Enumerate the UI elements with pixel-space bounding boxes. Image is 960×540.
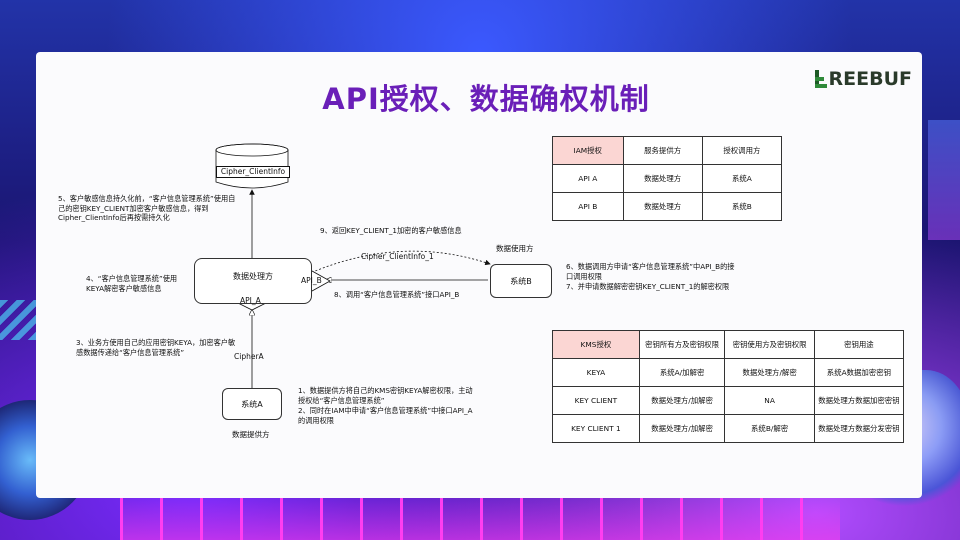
iam-cell: 系统A (701, 164, 783, 193)
note-4: 4、“客户信息管理系统”使用KEYA解密客户敏感信息 (86, 274, 178, 293)
kms-table: KMS授权 密钥所有方及密钥权限 密钥使用方及密钥权限 密钥用途 KEYA 系统… (552, 330, 905, 443)
iam-table: IAM授权 服务提供方 授权调用方 API A 数据处理方 系统A API B … (552, 136, 783, 221)
iam-cell: API A (552, 164, 624, 193)
cipher-a-label: CipherA (234, 352, 264, 361)
system-b-node[interactable]: 系统B (490, 264, 552, 298)
note-1: 1、数据提供方将自己的KMS密钥KEYA解密权限，主动授权给“客户信息管理系统” (298, 386, 473, 405)
iam-cell: 系统B (701, 192, 783, 221)
logo-f-icon (814, 70, 827, 88)
table-row: API B 数据处理方 系统B (552, 192, 783, 221)
table-row: KEY CLIENT 数据处理方/加解密 NA 数据处理方数据加密密钥 (552, 386, 905, 415)
kms-cell: NA (724, 386, 815, 415)
cipher-client-label: Cipher_ClientInfo_1 (361, 252, 434, 261)
processor-node[interactable]: 数据处理方 (194, 258, 312, 304)
system-a-label: 系统A (241, 399, 263, 409)
kms-cell: 系统A数据加密密钥 (813, 358, 905, 387)
iam-header-cell: 授权调用方 (701, 136, 783, 165)
kms-cell: KEY CLIENT (552, 386, 640, 415)
iam-header-row: IAM授权 服务提供方 授权调用方 (552, 136, 783, 165)
provider-caption: 数据提供方 (232, 430, 270, 439)
iam-header-cell: IAM授权 (552, 136, 624, 165)
kms-cell: 系统B/解密 (724, 414, 815, 443)
slide-title: API授权、数据确权机制 (322, 82, 650, 116)
consumer-caption: 数据使用方 (496, 244, 534, 253)
kms-header-cell: 密钥所有方及密钥权限 (638, 330, 726, 359)
kms-cell: 数据处理方数据加密密钥 (813, 386, 905, 415)
note-6: 6、数据调用方申请“客户信息管理系统”中API_B的接口调用权限 (566, 262, 735, 281)
kms-header-cell: KMS授权 (552, 330, 640, 359)
system-b-label: 系统B (510, 276, 532, 286)
kms-cell: 系统A/加解密 (638, 358, 726, 387)
iam-cell: API B (552, 192, 624, 221)
kms-header-row: KMS授权 密钥所有方及密钥权限 密钥使用方及密钥权限 密钥用途 (552, 330, 905, 359)
decor-floor (120, 494, 840, 540)
note-3: 3、业务方使用自己的应用密钥KEYA，加密客户敏感数据传递给“客户信息管理系统” (76, 338, 236, 357)
kms-header-cell: 密钥使用方及密钥权限 (724, 330, 815, 359)
kms-cell: 数据处理方数据分发密钥 (813, 414, 905, 443)
logo-text: REEBUF (828, 68, 912, 90)
note-7: 7、并申请数据解密密钥KEY_CLIENT_1的解密权限 (566, 282, 730, 291)
kms-cell: 数据处理方/解密 (724, 358, 815, 387)
table-row: API A 数据处理方 系统A (552, 164, 783, 193)
processor-label: 数据处理方 (233, 271, 273, 281)
freebuf-logo: REEBUF (814, 68, 912, 90)
note-8: 8、调用“客户信息管理系统”接口API_B (334, 290, 460, 299)
kms-cell: KEYA (552, 358, 640, 387)
database-label: Cipher_ClientInfo (216, 166, 290, 178)
note-9: 9、返回KEY_CLIENT_1加密的客户敏感信息 (320, 226, 462, 235)
iam-cell: 数据处理方 (622, 164, 703, 193)
api-b-label: API_B (301, 276, 322, 285)
system-a-node[interactable]: 系统A (222, 388, 282, 420)
note-5: 5、客户敏感信息持久化前，“客户信息管理系统”使用自己的密钥KEY_CLIENT… (58, 194, 236, 222)
kms-cell: KEY CLIENT 1 (552, 414, 640, 443)
table-row: KEYA 系统A/加解密 数据处理方/解密 系统A数据加密密钥 (552, 358, 905, 387)
note-2: 2、同时在IAM中申请“客户信息管理系统”中接口API_A的调用权限 (298, 406, 473, 425)
api-a-label: API_A (240, 296, 261, 305)
kms-header-cell: 密钥用途 (813, 330, 905, 359)
iam-header-cell: 服务提供方 (622, 136, 703, 165)
iam-cell: 数据处理方 (622, 192, 703, 221)
decor-streak (928, 120, 960, 240)
table-row: KEY CLIENT 1 数据处理方/加解密 系统B/解密 数据处理方数据分发密… (552, 414, 905, 443)
kms-cell: 数据处理方/加解密 (638, 414, 726, 443)
slide-card: API授权、数据确权机制 REEBUF Cipher_ClientInfo (36, 52, 922, 498)
kms-cell: 数据处理方/加解密 (638, 386, 726, 415)
